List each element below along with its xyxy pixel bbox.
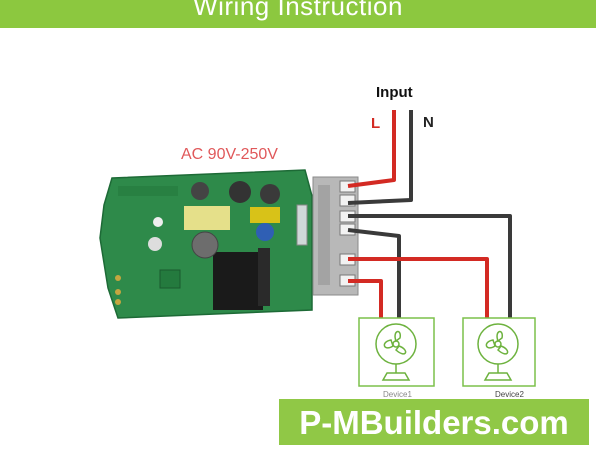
device1-neutral-wire xyxy=(347,228,401,318)
wires xyxy=(347,110,512,318)
device1-label: Device1 xyxy=(383,390,412,399)
device-2 xyxy=(462,317,536,387)
fan-icon xyxy=(477,323,519,381)
neutral-label: N xyxy=(423,114,434,131)
relay-1 xyxy=(213,252,263,310)
device1-live-wire xyxy=(348,279,383,318)
voltage-label: AC 90V-250V xyxy=(181,146,278,163)
device2-neutral-wire xyxy=(348,214,512,318)
input-label: Input xyxy=(376,84,413,101)
input-neutral-wire xyxy=(347,110,413,205)
page-title: Wiring Instruction xyxy=(193,0,403,21)
blue-capacitor xyxy=(256,223,274,241)
fan-icon xyxy=(375,323,417,381)
watermark-banner: P-MBuilders.com xyxy=(279,399,589,445)
device-1 xyxy=(358,317,435,387)
device2-label: Device2 xyxy=(495,390,524,399)
header-banner: Wiring Instruction xyxy=(0,0,596,28)
input-live-wire xyxy=(347,110,396,188)
transformer xyxy=(184,206,230,230)
pcb-board xyxy=(99,169,313,319)
capacitor-yellow xyxy=(250,207,280,223)
terminal-block xyxy=(312,176,359,296)
watermark-text: P-MBuilders.com xyxy=(299,404,569,441)
live-label: L xyxy=(371,115,381,132)
device2-live-wire xyxy=(348,257,489,318)
